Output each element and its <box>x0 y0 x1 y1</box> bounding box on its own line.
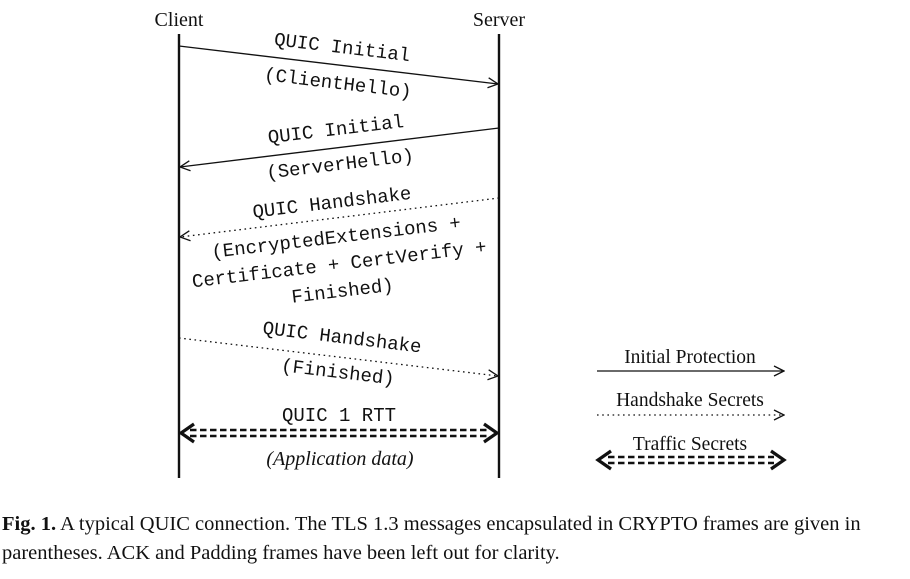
figure-caption-text: A typical QUIC connection. The TLS 1.3 m… <box>2 513 861 564</box>
legend-traffic-label: Traffic Secrets <box>633 434 747 455</box>
server-label: Server <box>473 9 526 31</box>
message-3-label: QUIC Handshake <box>251 183 412 224</box>
figure-caption: Fig. 1. A typical QUIC connection. The T… <box>2 510 908 568</box>
client-label: Client <box>155 9 204 31</box>
message-5-arrow <box>178 422 500 444</box>
message-4-payload-line-1: (Finished) <box>280 355 396 390</box>
message-5-payload-line-1: (Application data) <box>266 448 414 470</box>
legend-initial-label: Initial Protection <box>624 347 756 368</box>
message-2-label: QUIC Initial <box>267 111 405 149</box>
figure-caption-label: Fig. 1. <box>2 513 57 535</box>
message-5-label: QUIC 1 RTT <box>282 405 396 427</box>
message-1-label: QUIC Initial <box>273 29 411 67</box>
message-3-label-group: QUIC Handshake (EncryptedExtensions + Ce… <box>191 183 488 309</box>
message-2-payload-line-1: (ServerHello) <box>265 145 415 184</box>
message-4-label: QUIC Handshake <box>261 318 422 359</box>
message-1-arrow <box>178 45 498 84</box>
legend: Initial Protection Handshake Secrets Tra… <box>595 347 787 471</box>
message-1-payload-line-1: (ClientHello) <box>263 64 413 103</box>
message-4-arrow <box>178 337 498 376</box>
message-2-arrow <box>180 127 500 167</box>
legend-traffic-line <box>595 449 787 471</box>
message-4-label-group: QUIC Handshake (Finished) <box>261 318 422 391</box>
message-3-arrow <box>180 197 500 237</box>
message-1-label-group: QUIC Initial (ClientHello) <box>263 29 413 103</box>
legend-handshake-label: Handshake Secrets <box>616 390 764 411</box>
